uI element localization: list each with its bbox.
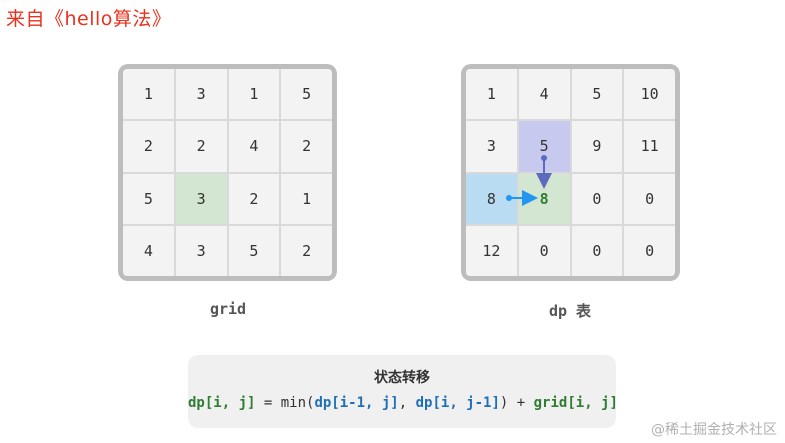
dp-cell: 11 (624, 121, 675, 172)
grid-cell: 2 (281, 121, 332, 172)
grid-cell: 1 (281, 173, 332, 224)
dp-cell: 9 (571, 121, 623, 172)
dp-cell: 12 (466, 225, 517, 276)
grid-cell: 2 (123, 121, 174, 172)
dp-caption: dp 表 (548, 302, 592, 320)
state-transition-formula: dp[i, j] = min(dp[i-1, j], dp[i, j-1]) +… (188, 395, 618, 411)
grid-cell: 1 (123, 69, 174, 120)
dp-cell: 0 (624, 173, 675, 224)
grid-cell: 3 (175, 225, 227, 276)
formula-title: 状态转移 (374, 370, 430, 386)
grid-cell: 1 (228, 69, 280, 120)
grid-cell: 4 (123, 225, 174, 276)
source-label: 来自《hello算法》 (6, 8, 172, 30)
formula-close: ) + (499, 395, 534, 411)
formula-term-left: dp[i, j-1] (415, 395, 500, 411)
dp-cell-up: 5 (518, 121, 570, 172)
grid-cell: 5 (123, 173, 174, 224)
dp-cell: 0 (624, 225, 675, 276)
dp-cell: 3 (466, 121, 517, 172)
dp-cell: 10 (624, 69, 675, 120)
grid-cell: 2 (228, 173, 280, 224)
state-transition-box: 状态转移 dp[i, j] = min(dp[i-1, j], dp[i, j-… (188, 355, 618, 428)
arrow-from-up (536, 155, 552, 189)
dp-cell: 0 (571, 173, 623, 224)
formula-lhs: dp[i, j] (188, 395, 256, 411)
formula-comma: , (398, 395, 416, 411)
dp-cell: 1 (466, 69, 517, 120)
arrow-from-left (506, 190, 538, 206)
dp-cell: 0 (518, 225, 570, 276)
grid-cell-current: 3 (175, 173, 227, 224)
grid-cell: 5 (281, 69, 332, 120)
grid-cell: 4 (228, 121, 280, 172)
grid-cell: 2 (175, 121, 227, 172)
watermark: @稀土掘金技术社区 (651, 422, 777, 438)
grid-caption: grid (209, 300, 247, 318)
formula-term-up: dp[i-1, j] (314, 395, 399, 411)
grid-cell: 2 (281, 225, 332, 276)
grid-cell: 3 (175, 69, 227, 120)
formula-eq: = min( (255, 395, 315, 411)
grid-cell: 5 (228, 225, 280, 276)
formula-term-grid: grid[i, j] (533, 395, 618, 411)
dp-cell: 0 (571, 225, 623, 276)
dp-cell: 4 (518, 69, 570, 120)
dp-cell: 5 (571, 69, 623, 120)
